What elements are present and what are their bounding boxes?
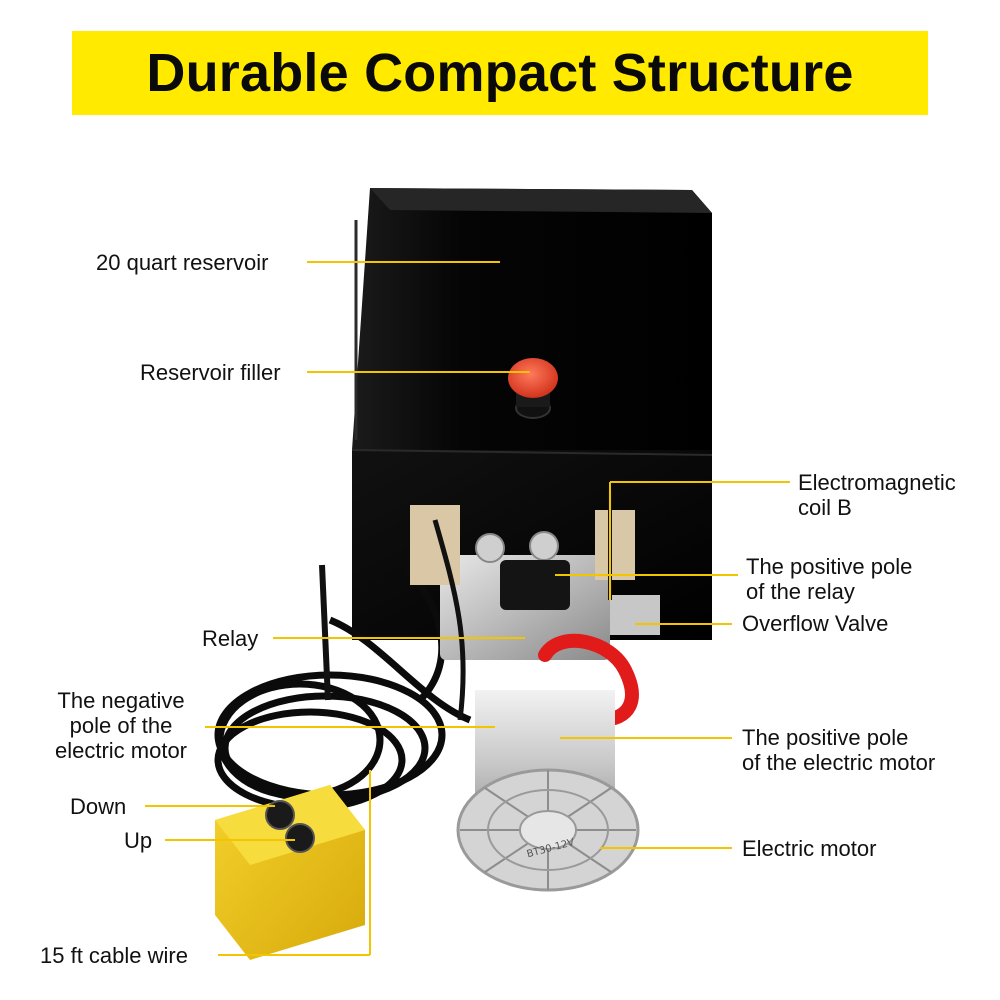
label-line: coil B — [798, 495, 852, 520]
label-line: of the electric motor — [742, 750, 936, 775]
label-reservoir-filler: Reservoir filler — [140, 360, 281, 385]
electric-motor: BT30-12V — [456, 690, 640, 892]
label-line: Electromagnetic — [798, 470, 956, 495]
label-relay: Relay — [202, 626, 259, 651]
label-line: of the relay — [746, 579, 855, 604]
label-down: Down — [70, 794, 127, 819]
cable-tie — [319, 564, 331, 701]
up-button[interactable] — [285, 823, 315, 853]
filler-cap — [508, 358, 558, 419]
label-line: The positive pole — [742, 725, 909, 750]
label-line: The positive pole — [746, 554, 913, 579]
title-banner: Durable Compact Structure — [72, 31, 928, 115]
label-electric-motor: Electric motor — [742, 836, 877, 861]
control-box — [215, 785, 365, 960]
label-line: The negative — [57, 688, 185, 713]
label-line: pole of the — [69, 713, 173, 738]
label-coil-b: Electromagnetic coil B — [798, 470, 956, 520]
down-button[interactable] — [265, 800, 295, 830]
leader-lines — [145, 261, 790, 956]
label-up: Up — [124, 828, 153, 853]
label-reservoir: 20 quart reservoir — [96, 250, 269, 275]
label-positive-pole-motor: The positive pole of the electric motor — [742, 725, 935, 775]
label-overflow-valve: Overflow Valve — [742, 611, 889, 636]
label-positive-pole-relay: The positive pole of the relay — [746, 554, 912, 604]
page-title: Durable Compact Structure — [146, 43, 854, 103]
label-negative-pole-motor: The negative pole of the electric motor — [40, 688, 202, 763]
label-line: electric motor — [54, 738, 188, 763]
label-cable: 15 ft cable wire — [40, 943, 188, 968]
